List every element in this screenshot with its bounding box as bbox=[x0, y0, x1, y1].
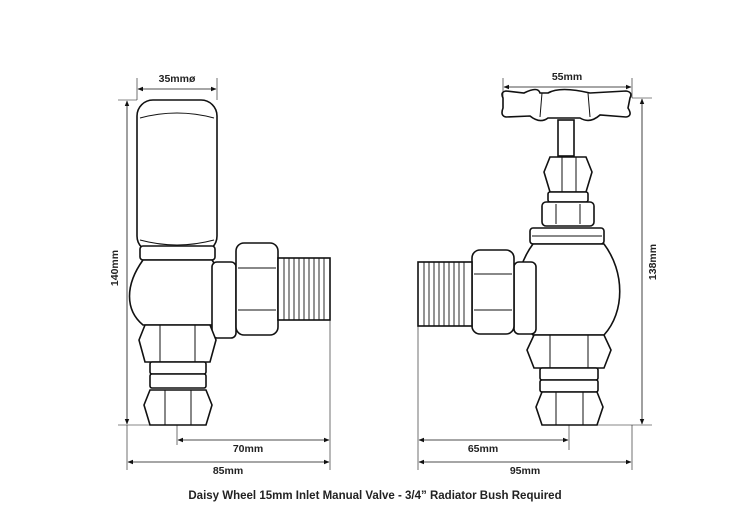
right-valve-drawing bbox=[417, 88, 632, 426]
left-height-dim-label: 140mm bbox=[109, 250, 121, 286]
left-dimensions: 35mmø 140mm 70mm 85mm bbox=[109, 73, 331, 477]
left-valve-drawing bbox=[128, 99, 331, 426]
left-outlet-dim-label: 70mm bbox=[233, 443, 263, 455]
caption: Daisy Wheel 15mm Inlet Manual Valve - 3/… bbox=[188, 490, 561, 502]
right-height-dim-label: 138mm bbox=[647, 244, 659, 280]
right-dimensions: 55mm 138mm 65mm 95mm bbox=[417, 71, 659, 477]
left-top-dim-label: 35mmø bbox=[159, 73, 196, 85]
right-top-dim-label: 55mm bbox=[552, 71, 582, 83]
right-width-dim-label: 95mm bbox=[510, 465, 540, 477]
right-outlet-dim-label: 65mm bbox=[468, 443, 498, 455]
left-width-dim-label: 85mm bbox=[213, 465, 243, 477]
